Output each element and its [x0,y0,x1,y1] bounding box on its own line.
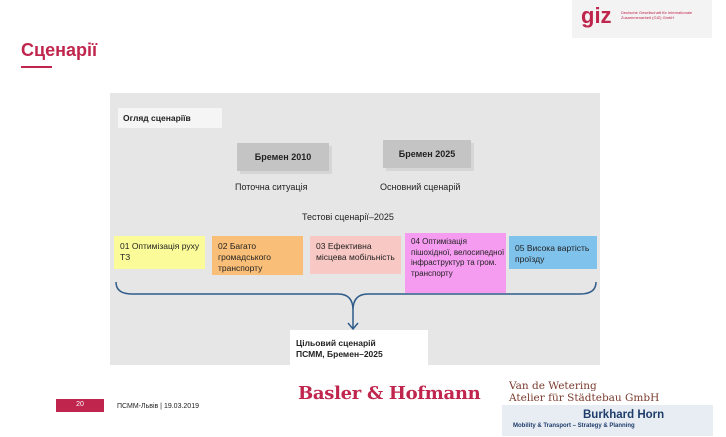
base-scenario-caption: Основний сценарій [380,182,461,192]
overview-label: Огляд сценаріїв [118,108,222,128]
van-de-wetering-line1: Van de Wetering [509,380,597,392]
target-scenario-line1: Цільовий сценарій [296,338,376,348]
burkhard-horn-subtitle: Mobility & Transport – Strategy & Planni… [513,423,635,429]
scenario-02-box: 02 Багато громадського транспорту [212,236,303,275]
test-scenarios-label: Тестові сценарії–2025 [302,212,394,222]
curly-brace-connector [115,281,597,331]
scenario-04-box: 04 Оптимізація пішохідної, велосипедної … [405,233,506,293]
scenario-diagram-panel [110,93,600,365]
giz-logo-subtitle: Deutsche Gesellschaft für Internationale… [621,10,693,20]
scenario-03-box: 03 Ефективна місцева мобільність [310,236,401,274]
target-scenario-box: Цільовий сценарій ПСММ, Бремен–2025 [290,330,428,370]
scenario-01-box: 01 Оптимізація руху ТЗ [114,236,205,269]
basler-hofmann-logo: Basler & Hofmann [298,383,481,404]
page-number: 20 [56,399,104,412]
footer-text: ПСММ-Львів | 19.03.2019 [117,403,199,410]
year-2025-box: Бремен 2025 [383,140,471,168]
giz-logo: giz Deutsche Gesellschaft für Internatio… [572,0,712,38]
target-scenario-line2: ПСММ, Бремен–2025 [296,349,383,359]
giz-logo-mark: giz [581,3,612,28]
burkhard-horn-logo-box [502,405,713,436]
van-de-wetering-logo: Van de Wetering Atelier für Städtebau Gm… [509,380,659,404]
van-de-wetering-line2: Atelier für Städtebau GmbH [509,392,660,404]
title-underline [21,66,52,68]
current-situation-caption: Поточна ситуація [235,182,308,192]
slide-title: Сценарії [21,40,98,60]
year-2010-box: Бремен 2010 [237,143,329,171]
scenario-05-box: 05 Висока вартість проїзду [509,236,597,269]
burkhard-horn-name: Burkhard Horn [583,409,665,421]
